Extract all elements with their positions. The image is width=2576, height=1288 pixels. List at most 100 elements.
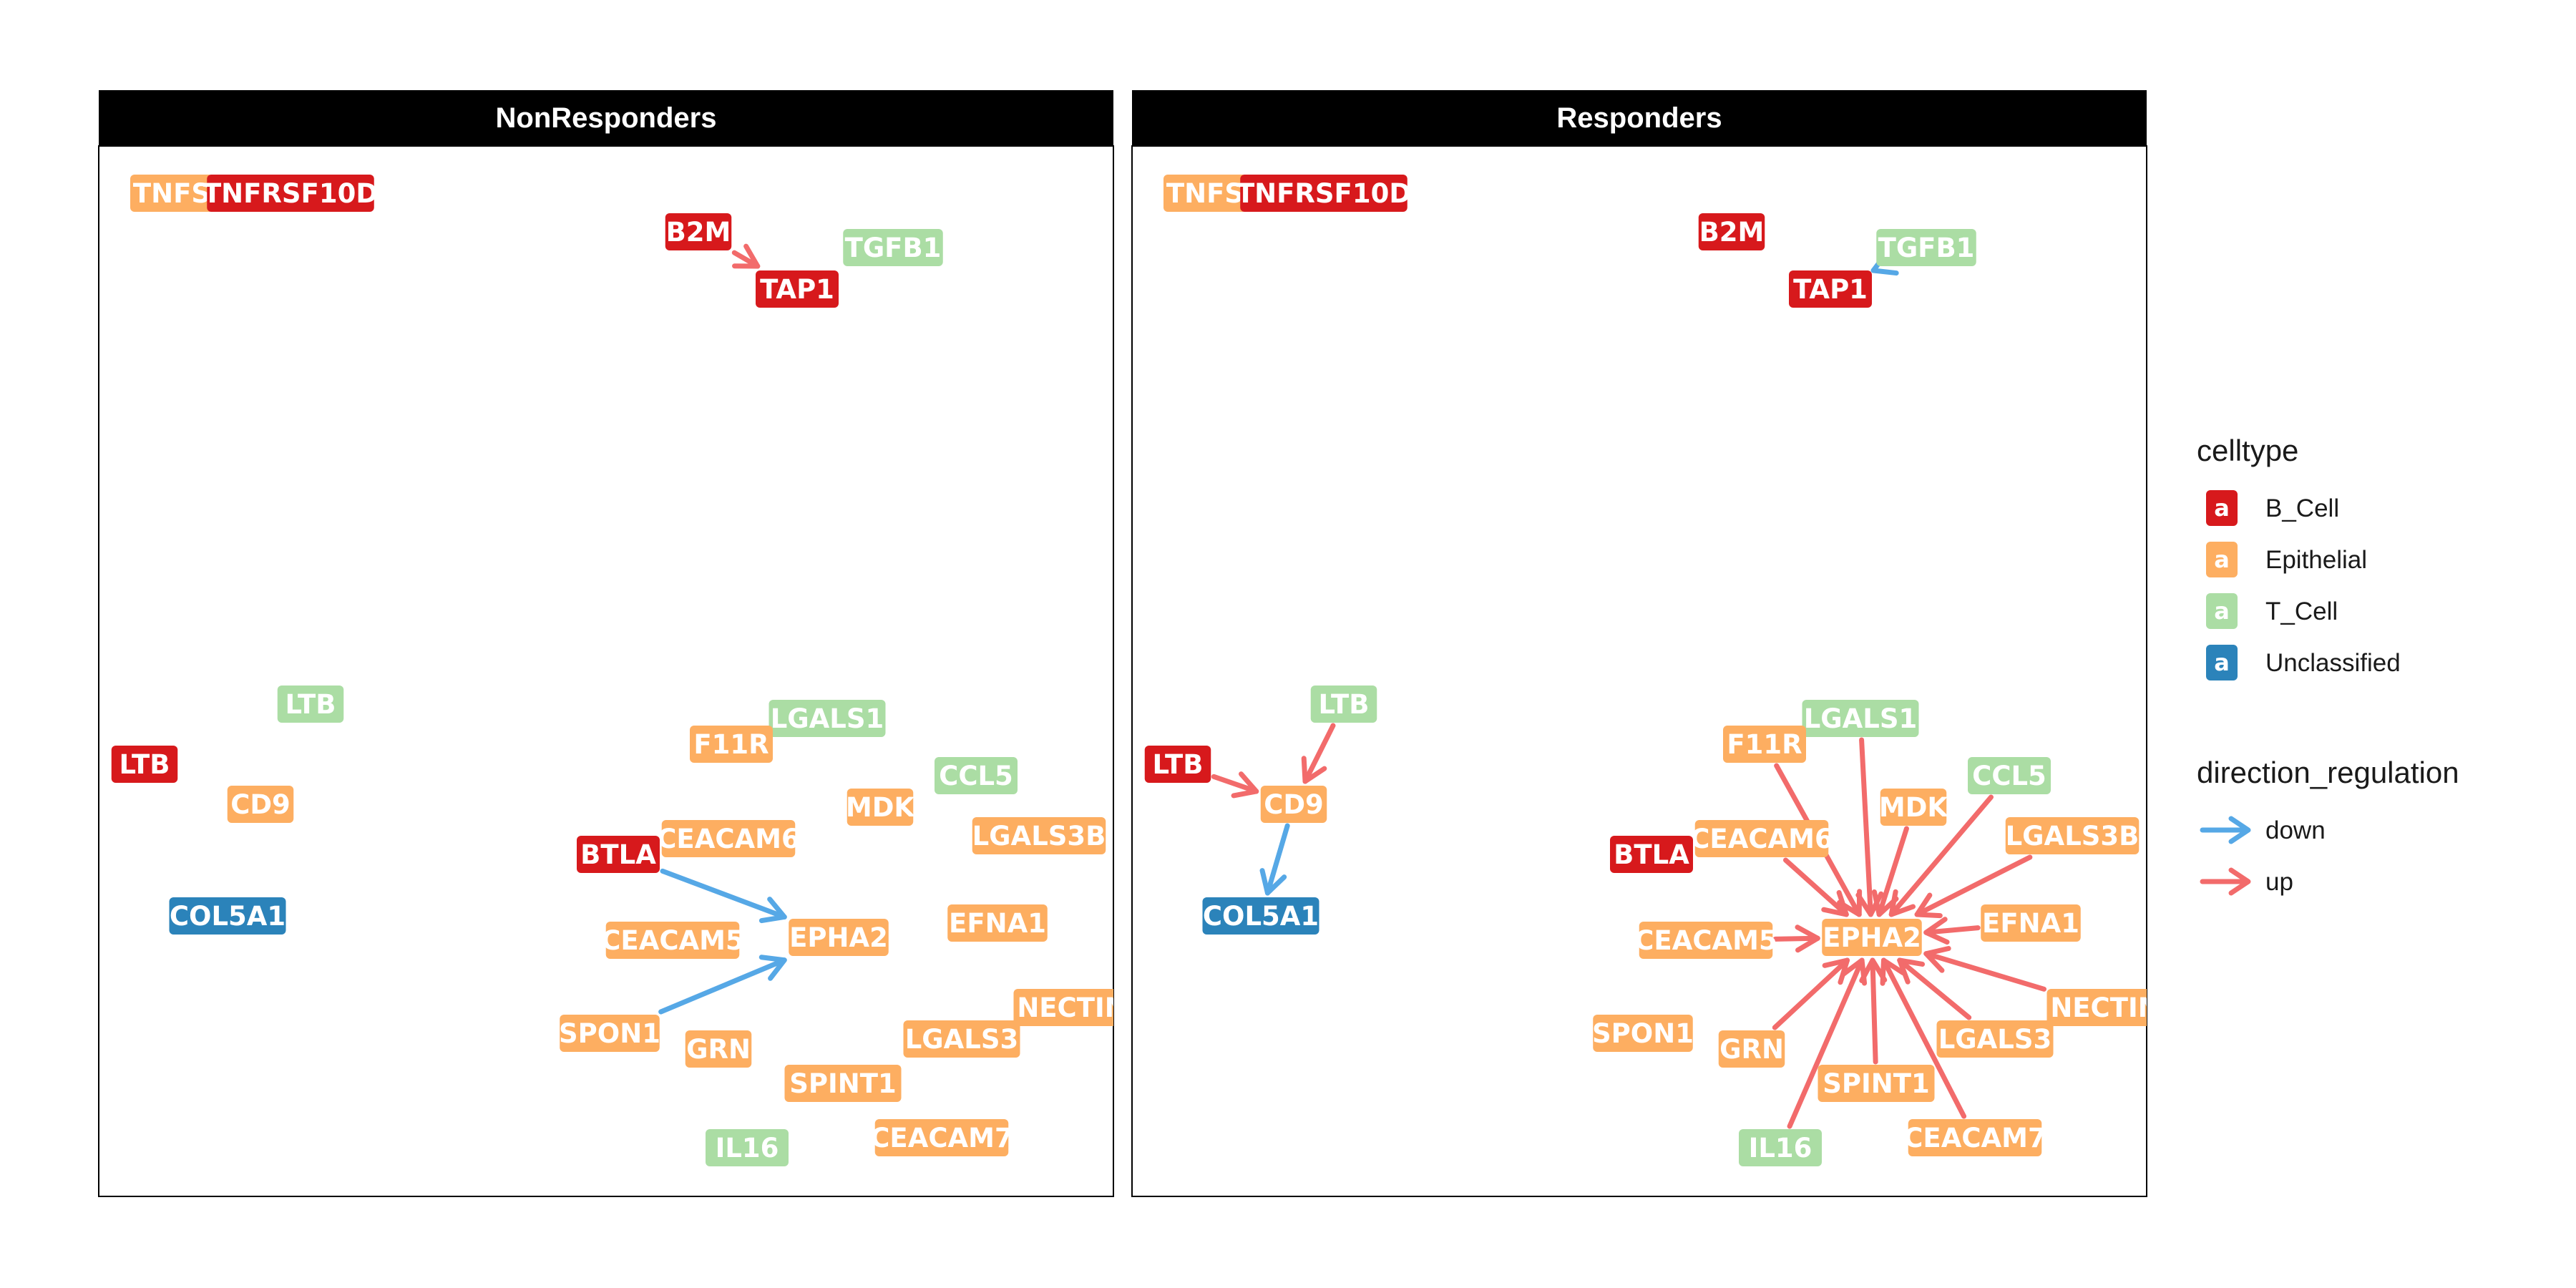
- edge-arrowhead: [1795, 924, 1820, 953]
- edge-line: [1782, 857, 1849, 917]
- legend-celltype-label: T_Cell: [2265, 597, 2338, 625]
- node-tap1: TAP1: [1789, 270, 1872, 308]
- edge-arrowhead: [1259, 868, 1287, 896]
- node-tnfrsf10d: TNFRSF10D: [1236, 175, 1411, 212]
- node-f11r: F11R: [690, 726, 773, 763]
- edge-ceacam7-to-epha2: [1880, 957, 1967, 1119]
- node-ceacam7: CEACAM7: [1903, 1119, 2046, 1156]
- edge-line: [660, 868, 787, 919]
- node-label-box: [935, 757, 1018, 794]
- node-label: NECTIN: [2050, 992, 2160, 1023]
- edge-arrowhead: [1231, 771, 1259, 799]
- node-label: LGALS1: [771, 703, 884, 734]
- node-label: CEACAM6: [1690, 824, 1833, 854]
- node-label: COL5A1: [1203, 901, 1319, 932]
- node-ceacam6: CEACAM6: [1690, 820, 1833, 857]
- node-cd9: CD9: [1260, 786, 1327, 823]
- legend-direction-keys: down up: [2200, 816, 2326, 896]
- legend-key-swatch: [2206, 593, 2238, 629]
- node-lgals3: LGALS3: [903, 1020, 1020, 1058]
- node-ceacam7: CEACAM7: [870, 1119, 1013, 1156]
- node-label-box: [1260, 786, 1327, 823]
- node-label: GRN: [1719, 1034, 1784, 1065]
- legend-direction-label: up: [2265, 868, 2293, 896]
- node-label-box: [1789, 270, 1872, 308]
- edge-line: [1772, 957, 1850, 1030]
- node-label-box: [1802, 700, 1919, 737]
- node-label-box: [1013, 989, 1113, 1026]
- edge-line: [1923, 925, 1981, 935]
- node-label-box: [1240, 175, 1407, 212]
- legend-direction-title: direction_regulation: [2197, 756, 2459, 789]
- node-label: EPHA2: [789, 922, 888, 953]
- node-label-box: [947, 904, 1048, 942]
- legend-direction-arrowhead: [2228, 867, 2251, 896]
- node-col5a1: COL5A1: [1202, 897, 1319, 935]
- node-label: GRN: [686, 1034, 751, 1065]
- node-label: TGFB1: [1878, 233, 1975, 263]
- legend-direction-arrowhead: [2228, 816, 2251, 844]
- node-epha2: EPHA2: [789, 919, 889, 956]
- node-label-box: [1876, 229, 1976, 266]
- edge-line: [1302, 723, 1336, 784]
- node-label-box: [756, 270, 839, 308]
- node-label: TNFS: [1166, 178, 1244, 209]
- edge-arrowhead: [1888, 889, 1916, 917]
- node-label: LTB: [286, 689, 336, 720]
- node-label: TNFS: [133, 178, 210, 209]
- node-label-box: [789, 919, 889, 956]
- node-label-box: [2046, 989, 2147, 1026]
- node-ceacam5: CEACAM5: [601, 922, 744, 959]
- node-label: BTLA: [580, 839, 656, 870]
- node-ltb-b: LTB: [111, 746, 178, 783]
- node-label-box: [1723, 726, 1806, 763]
- node-label: LGALS3B: [972, 821, 1106, 852]
- legend-direction-down: down: [2200, 816, 2326, 844]
- node-label: LGALS3: [1938, 1024, 2052, 1055]
- edge-lgals3-to-epha2: [1897, 957, 1972, 1020]
- node-label: TAP1: [1793, 274, 1868, 305]
- edge-b2m-to-tap1: [731, 243, 761, 269]
- edge-arrowhead: [1923, 946, 1951, 973]
- node-label-box: [1936, 1020, 2054, 1058]
- node-grn: GRN: [1718, 1030, 1785, 1068]
- node-label: MDK: [846, 792, 916, 823]
- node-label: BTLA: [1614, 839, 1689, 870]
- edge-il16-to-epha2: [1787, 957, 1868, 1129]
- node-label-box: [690, 726, 773, 763]
- node-label: CEACAM5: [1634, 925, 1777, 956]
- node-label-box: [605, 922, 740, 959]
- node-label: TNFRSF10D: [1236, 178, 1411, 209]
- node-label: SPON1: [559, 1018, 660, 1049]
- node-mdk: MDK: [846, 789, 916, 826]
- node-label-box: [277, 686, 344, 723]
- node-label-box: [1163, 175, 1246, 212]
- node-label-box: [577, 836, 660, 873]
- node-spon1: SPON1: [559, 1015, 660, 1052]
- node-label-box: [769, 700, 886, 737]
- node-label-box: [972, 817, 1106, 854]
- node-label-box: [169, 897, 286, 935]
- node-label: LTB: [1153, 749, 1204, 780]
- edge-line: [1876, 826, 1909, 917]
- node-il16: IL16: [1739, 1129, 1822, 1166]
- node-lgals3b: LGALS3B: [972, 817, 1106, 854]
- node-cd9: CD9: [227, 786, 294, 823]
- edge-arrowhead: [1914, 892, 1943, 919]
- edge-btla-to-epha2: [660, 868, 787, 924]
- node-f11r: F11R: [1723, 726, 1806, 763]
- node-label-box: [706, 1129, 789, 1166]
- node-ltb-t: LTB: [277, 686, 344, 723]
- node-spon1: SPON1: [1592, 1015, 1694, 1052]
- node-label: B2M: [1699, 217, 1765, 248]
- node-ceacam5: CEACAM5: [1634, 922, 1777, 959]
- node-lgals1: LGALS1: [1802, 700, 1919, 737]
- node-b2m: B2M: [665, 213, 732, 250]
- panel-responders-edges: [1211, 249, 2046, 1129]
